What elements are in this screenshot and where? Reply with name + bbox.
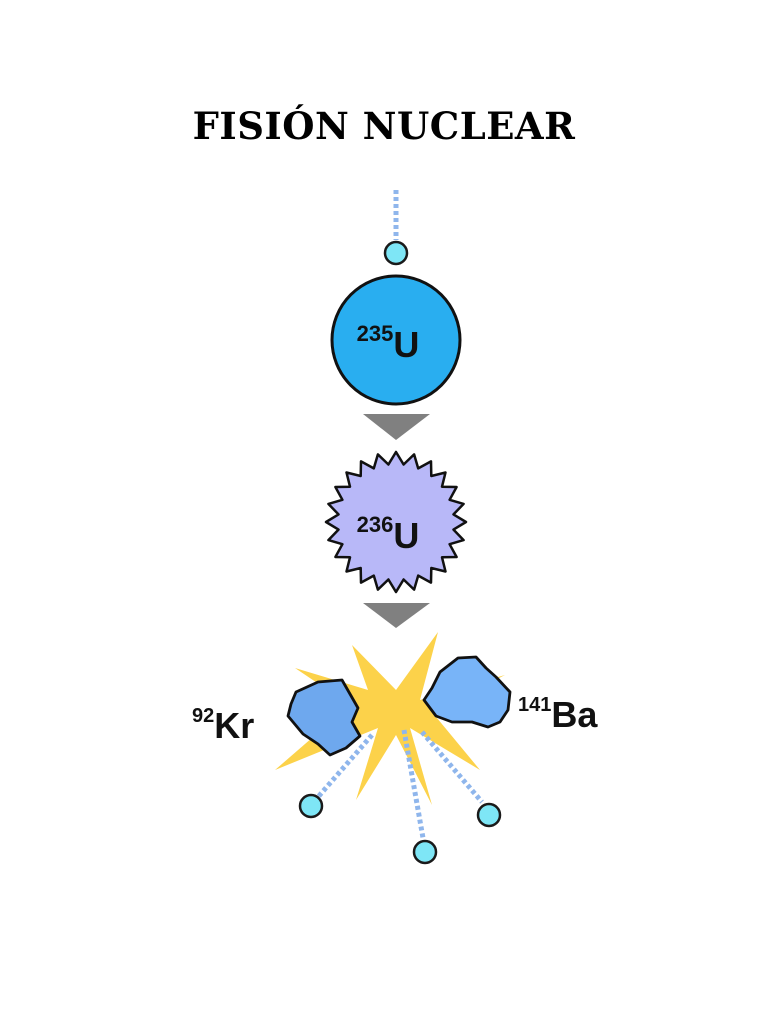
page-title: FISIÓN NUCLEAR [192,104,576,148]
ba-symbol: Ba [551,694,598,735]
u235-nucleus: 235U [330,274,462,406]
arrow-down-1 [363,414,430,440]
svg-text:92Kr: 92Kr [192,705,254,746]
kr-fragment [286,678,362,757]
svg-text:141Ba: 141Ba [518,694,598,735]
u235-symbol: U [393,324,419,365]
emitted-neutron-right [476,802,502,828]
u236-mass-number: 236 [357,512,394,537]
emitted-neutron-path-center [401,729,426,839]
incoming-neutron [383,240,409,266]
emitted-neutron-left [298,793,324,819]
emitted-neutron-path-right [420,730,484,804]
ba-mass-number: 141 [518,694,551,716]
svg-text:236U: 236U [357,512,420,556]
svg-text:235U: 235U [357,321,420,365]
u236-nucleus: 236U [324,450,468,594]
ba-fragment [422,655,512,729]
kr-mass-number: 92 [192,705,214,727]
arrow-down-2 [363,603,430,628]
emitted-neutron-center [412,839,438,865]
kr-symbol: Kr [214,705,254,746]
u235-mass-number: 235 [357,321,394,346]
fission-flash [275,632,505,805]
u236-symbol: U [393,515,419,556]
